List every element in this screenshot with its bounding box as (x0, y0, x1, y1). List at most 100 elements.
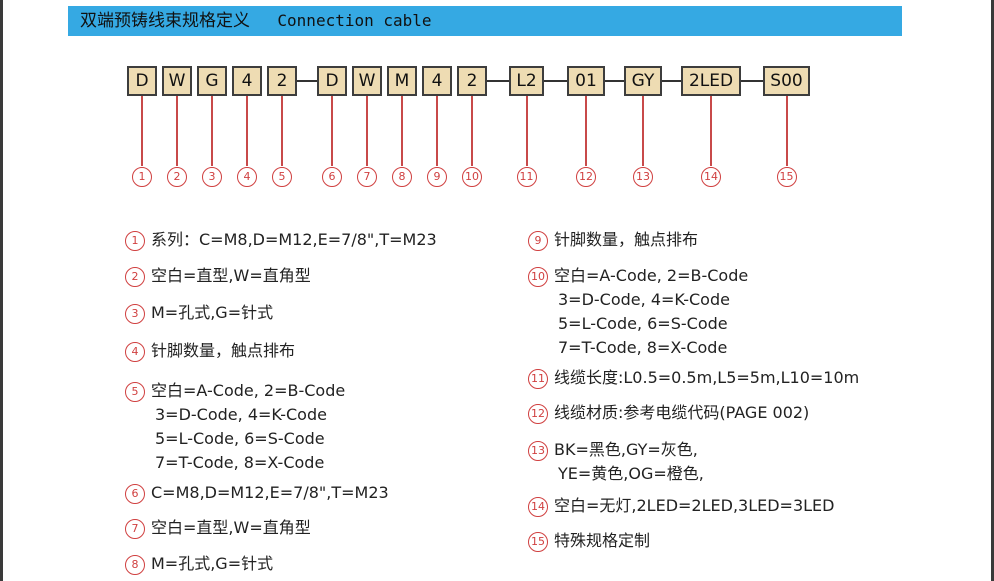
code-separator-dash (544, 80, 567, 82)
code-separator-dash (662, 80, 681, 82)
marker-leader-line (211, 96, 213, 166)
description-number-circle: 8 (125, 555, 145, 575)
marker-circle: 10 (462, 167, 482, 187)
marker-leader-line (785, 96, 788, 166)
description-line: YE=黄色,OG=橙色, (528, 462, 704, 486)
marker-circle: 11 (516, 167, 537, 187)
code-segment-box: W (162, 66, 192, 96)
description-item: 13 BK=黑色,GY=灰色, YE=黄色,OG=橙色, (528, 438, 704, 486)
description-text: 空白=无灯,2LED=2LED,3LED=3LED (554, 496, 835, 515)
section-header: 双端预铸线束规格定义 Connection cable (68, 6, 902, 36)
description-line: 7=T-Code, 8=X-Code (125, 451, 345, 475)
description-line: 9 针脚数量，触点排布 (528, 228, 698, 252)
description-text: C=M8,D=M12,E=7/8",T=M23 (151, 483, 389, 502)
code-segment-box: M (387, 66, 417, 96)
marker-circle: 14 (701, 167, 721, 187)
marker-leader-line (710, 96, 712, 166)
description-item: 9 针脚数量，触点排布 (528, 228, 698, 252)
code-separator-dash (741, 80, 763, 82)
description-item: 15 特殊规格定制 (528, 529, 650, 553)
description-line: 12 线缆材质:参考电缆代码(PAGE 002) (528, 401, 809, 425)
code-segment-box: GY (624, 66, 662, 96)
code-separator-dash (605, 80, 624, 82)
description-line: 3=D-Code, 4=K-Code (125, 403, 345, 427)
marker-leader-line (366, 96, 368, 166)
description-text: M=孔式,G=针式 (151, 554, 274, 573)
marker-leader-line (642, 96, 644, 166)
code-segment-box: 2LED (681, 66, 741, 96)
code-segment-box: D (317, 66, 347, 96)
description-line: 8 M=孔式,G=针式 (125, 552, 273, 576)
code-segment-box: L2 (509, 66, 544, 96)
marker-circle: 12 (576, 167, 596, 187)
marker-circle: 6 (322, 167, 342, 187)
description-number-circle: 13 (528, 441, 548, 461)
code-separator-dash (297, 80, 317, 82)
marker-leader-line (141, 96, 143, 166)
description-line: 2 空白=直型,W=直角型 (125, 264, 311, 288)
code-segment-box: 4 (232, 66, 262, 96)
left-border-line (0, 0, 3, 581)
description-text: 线缆材质:参考电缆代码(PAGE 002) (554, 403, 810, 422)
marker-leader-line (525, 96, 528, 166)
marker-circle: 13 (633, 167, 653, 187)
description-text: 7=T-Code, 8=X-Code (155, 453, 325, 472)
description-number-circle: 11 (528, 369, 548, 389)
marker-leader-line (471, 96, 473, 166)
marker-circle: 3 (202, 167, 222, 187)
description-text: 空白=直型,W=直角型 (151, 518, 311, 537)
code-segment-box: S00 (763, 66, 810, 96)
description-text: 特殊规格定制 (554, 531, 651, 550)
description-text: BK=黑色,GY=灰色, (554, 440, 698, 459)
description-number-circle: 1 (125, 231, 145, 251)
description-item: 8 M=孔式,G=针式 (125, 552, 273, 576)
code-segment-box: 01 (567, 66, 605, 96)
description-line: 5=L-Code, 6=S-Code (125, 427, 345, 451)
marker-leader-line (331, 96, 333, 166)
marker-circle: 7 (357, 167, 377, 187)
description-line: 13 BK=黑色,GY=灰色, (528, 438, 704, 462)
description-number-circle: 15 (528, 532, 548, 552)
description-text: 空白=A-Code, 2=B-Code (151, 381, 346, 400)
code-segment-box: 2 (457, 66, 487, 96)
description-number-circle: 9 (528, 231, 548, 251)
marker-leader-line (401, 96, 403, 166)
description-text: 7=T-Code, 8=X-Code (558, 338, 728, 357)
description-text: 空白=A-Code, 2=B-Code (554, 266, 749, 285)
description-line: 5=L-Code, 6=S-Code (528, 312, 748, 336)
description-text: 空白=直型,W=直角型 (151, 266, 311, 285)
marker-leader-line (281, 96, 283, 166)
description-number-circle: 12 (528, 404, 548, 424)
description-item: 12 线缆材质:参考电缆代码(PAGE 002) (528, 401, 809, 425)
header-title-cn: 双端预铸线束规格定义 (80, 11, 250, 31)
marker-leader-line (246, 96, 248, 166)
code-separator-dash (487, 80, 509, 82)
description-item: 2 空白=直型,W=直角型 (125, 264, 311, 288)
description-line: 3=D-Code, 4=K-Code (528, 288, 748, 312)
code-segment-box: 2 (267, 66, 297, 96)
description-number-circle: 2 (125, 267, 145, 287)
description-text: 针脚数量，触点排布 (554, 230, 699, 249)
marker-circle: 4 (237, 167, 257, 187)
marker-circle: 5 (272, 167, 292, 187)
description-text: 针脚数量，触点排布 (151, 341, 296, 360)
description-text: 5=L-Code, 6=S-Code (558, 314, 728, 333)
marker-circle: 15 (776, 167, 797, 187)
description-text: M=孔式,G=针式 (151, 303, 274, 322)
marker-circle: 2 (167, 167, 187, 187)
description-text: 3=D-Code, 4=K-Code (558, 290, 730, 309)
description-line: 7=T-Code, 8=X-Code (528, 336, 748, 360)
description-line: 15 特殊规格定制 (528, 529, 650, 553)
